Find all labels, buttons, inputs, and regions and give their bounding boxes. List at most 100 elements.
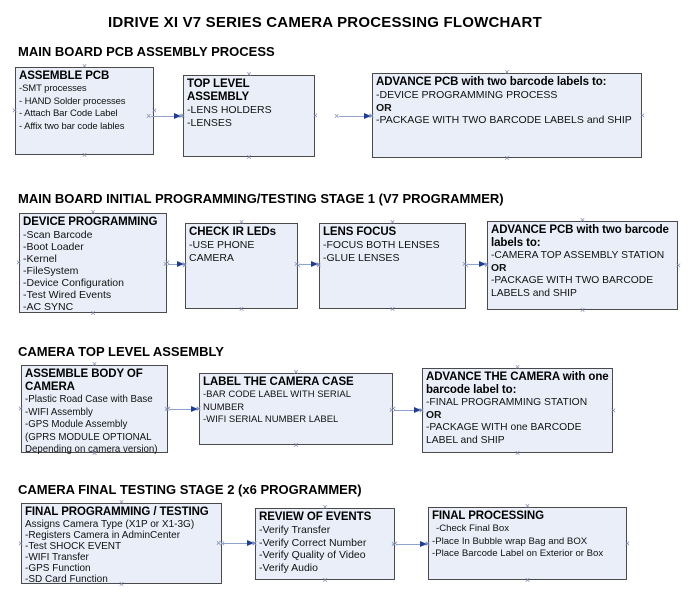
box-line: -Check Final Box bbox=[436, 523, 510, 534]
anchor-icon: × bbox=[315, 259, 321, 269]
box-title: CHECK IR LEDs bbox=[189, 226, 276, 238]
section-heading-programming-stage1: MAIN BOARD INITIAL PROGRAMMING/TESTING S… bbox=[18, 191, 504, 206]
box-line: -DEVICE PROGRAMMING PROCESS bbox=[376, 89, 558, 101]
anchor-icon: × bbox=[251, 538, 257, 548]
anchor-icon: × bbox=[16, 257, 22, 268]
anchor-icon: × bbox=[579, 305, 586, 315]
anchor-icon: × bbox=[293, 440, 299, 450]
anchor-icon: × bbox=[624, 538, 630, 548]
box-line: OR bbox=[426, 409, 442, 421]
box-title: ASSEMBLE BODY OF CAMERA bbox=[25, 368, 143, 393]
box-title: ADVANCE PCB with two barcode labels to: bbox=[491, 224, 669, 249]
box-line: - Affix two bar code lables bbox=[19, 120, 125, 132]
box-line: - Attach Bar Code Label bbox=[19, 108, 118, 119]
box-line: -Verify Transfer bbox=[259, 524, 331, 536]
box-line: -Verify Audio bbox=[259, 561, 318, 574]
connector-arrow: ×× bbox=[389, 405, 424, 416]
flow-box-top-level-assembly: TOP LEVEL ASSEMBLY -LENS HOLDERS -LENSES… bbox=[180, 70, 318, 162]
anchor-icon: × bbox=[238, 304, 245, 314]
anchor-icon: × bbox=[81, 150, 88, 160]
flow-box-device-programming: DEVICE PROGRAMMING -Scan Barcode -Boot L… bbox=[16, 208, 170, 318]
anchor-icon: × bbox=[639, 110, 645, 120]
box-title: ASSEMBLE PCB bbox=[19, 70, 110, 82]
connector-arrow: ×× bbox=[334, 112, 374, 122]
flow-box-lens-focus: LENS FOCUS -FOCUS BOTH LENSES -GLUE LENS… bbox=[316, 218, 469, 314]
arrowhead-icon bbox=[364, 113, 371, 119]
section-heading-camera-top-assembly: CAMERA TOP LEVEL ASSEMBLY bbox=[18, 344, 224, 359]
box-line: -Boot Loader bbox=[23, 241, 84, 253]
box-line: -FileSystem bbox=[23, 265, 79, 277]
box-line: -SMT processes bbox=[19, 83, 87, 94]
box-line: Depending on camera version) bbox=[25, 444, 158, 455]
box-line: -USE PHONE CAMERA bbox=[189, 239, 255, 264]
connector-line bbox=[394, 410, 416, 411]
box-line: OR bbox=[491, 262, 507, 274]
flow-box-final-programming-testing: FINAL PROGRAMMING / TESTING Assigns Came… bbox=[18, 498, 225, 589]
connector-line bbox=[221, 543, 249, 544]
anchor-icon: × bbox=[424, 539, 430, 549]
flow-box-assemble-body: ASSEMBLE BODY OF CAMERA -Plastic Road Ca… bbox=[18, 360, 171, 458]
anchor-icon: × bbox=[389, 405, 395, 415]
arrowhead-icon bbox=[191, 406, 198, 412]
box-line: -SD Card Function bbox=[25, 574, 108, 585]
flow-box-assemble-pcb: ASSEMBLE PCB -SMT processes - HAND Solde… bbox=[12, 62, 157, 160]
box-line: -LENSES bbox=[187, 116, 232, 129]
connector-arrow: ×× bbox=[462, 260, 489, 270]
anchor-icon: × bbox=[675, 260, 681, 270]
box-line: -FOCUS BOTH LENSES bbox=[323, 239, 440, 251]
box-line: -PACKAGE WITH one BARCODE LABEL and SHIP bbox=[426, 422, 582, 446]
box-line: -PACKAGE WITH TWO BARCODE LABELS and SHI… bbox=[376, 114, 632, 126]
box-line: -GPS Function bbox=[25, 563, 91, 574]
anchor-icon: × bbox=[462, 259, 468, 269]
flow-box-check-ir-leds: CHECK IR LEDs -USE PHONE CAMERA ×××× bbox=[182, 218, 301, 314]
arrowhead-icon bbox=[177, 261, 184, 267]
connector-line bbox=[168, 264, 179, 265]
connector-line bbox=[299, 264, 313, 265]
box-line: -BAR CODE LABEL WITH SERIAL NUMBER bbox=[203, 389, 351, 413]
anchor-icon: × bbox=[524, 575, 531, 585]
anchor-icon: × bbox=[391, 539, 397, 549]
section-heading-final-testing-stage2: CAMERA FINAL TESTING STAGE 2 (x6 PROGRAM… bbox=[18, 482, 362, 497]
anchor-icon: × bbox=[18, 538, 24, 548]
flow-box-final-processing: FINAL PROCESSING -Check Final Box -Place… bbox=[425, 502, 630, 585]
anchor-icon: × bbox=[12, 105, 18, 116]
box-line: -Registers Camera in AdminCenter bbox=[25, 530, 181, 541]
box-line: -Device Configuration bbox=[23, 277, 124, 289]
box-line: -AC SYNC bbox=[23, 301, 74, 313]
anchor-icon: × bbox=[610, 405, 616, 415]
box-line: -Place In Bubble wrap Bag and BOX bbox=[432, 535, 588, 547]
box-title: TOP LEVEL ASSEMBLY bbox=[187, 78, 250, 103]
box-line: -PACKAGE WITH TWO BARCODE LABELS and SHI… bbox=[491, 275, 654, 299]
box-title: LENS FOCUS bbox=[323, 226, 397, 238]
box-line: -CAMERA TOP ASSEMBLY STATION bbox=[491, 250, 665, 261]
anchor-icon: × bbox=[181, 259, 187, 269]
box-title: ADVANCE PCB with two barcode labels to: bbox=[376, 76, 607, 88]
box-title: DEVICE PROGRAMMING bbox=[23, 216, 158, 228]
box-line: -WIFI SERIAL NUMBER LABEL bbox=[203, 414, 339, 425]
box-title: REVIEW OF EVENTS bbox=[259, 511, 372, 523]
flow-box-review-of-events: REVIEW OF EVENTS -Verify Transfer -Verif… bbox=[252, 503, 398, 585]
connector-line bbox=[151, 116, 176, 117]
box-line: -FINAL PROGRAMMING STATION bbox=[426, 397, 588, 408]
anchor-icon: × bbox=[18, 403, 24, 414]
box-line: -GLUE LENSES bbox=[323, 251, 400, 264]
arrowhead-icon bbox=[479, 261, 486, 267]
box-line: -WIFI Transfer bbox=[25, 552, 89, 563]
box-line: - HAND Solder processes bbox=[19, 95, 126, 107]
flow-box-advance-pcb-2: ADVANCE PCB with two barcode labels to: … bbox=[484, 216, 681, 315]
box-title: FINAL PROCESSING bbox=[432, 510, 544, 522]
connector-arrow: ×× bbox=[294, 259, 321, 270]
anchor-icon: × bbox=[195, 404, 201, 414]
anchor-icon: × bbox=[418, 405, 424, 415]
box-line: (GPRS MODULE OPTIONAL bbox=[25, 431, 152, 443]
arrowhead-icon bbox=[174, 113, 181, 119]
connector-arrow: ×× bbox=[216, 538, 257, 549]
anchor-icon: × bbox=[146, 111, 152, 121]
box-line: -Test Wired Events bbox=[23, 289, 112, 301]
box-line: -Plastic Road Case with Base bbox=[25, 394, 153, 405]
box-line: -WIFI Assembly bbox=[25, 406, 93, 418]
box-line: -Test SHOCK EVENT bbox=[25, 541, 122, 552]
flow-box-advance-camera: ADVANCE THE CAMERA with one barcode labe… bbox=[419, 363, 616, 458]
connector-line bbox=[339, 116, 366, 117]
